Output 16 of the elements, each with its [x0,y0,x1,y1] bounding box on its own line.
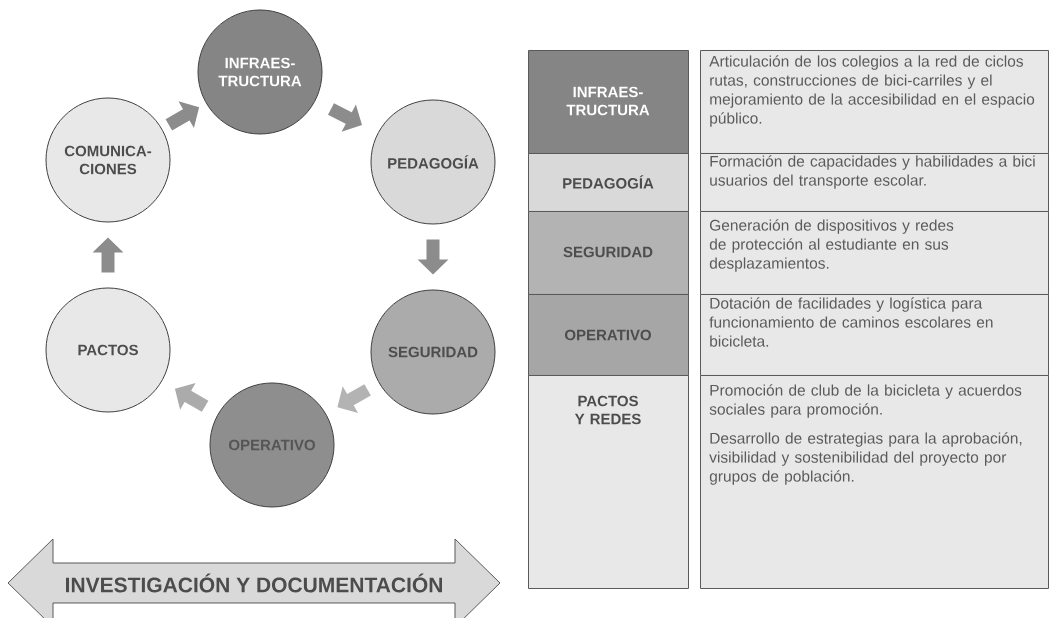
table-cell: Dotación de facilidades y logística para funcionamiento de caminos escolares en bicicleta. [700,294,1049,376]
table-cell: PEDAGOGÍA [528,153,689,212]
circle-node: SEGURIDAD [370,289,496,415]
circle-node: COMUNICA- CIONES [45,97,171,223]
circle-node: OPERATIVO [209,382,335,508]
table-cell: PACTOS Y REDES [528,375,689,589]
table-cell: Formación de capacidades y habilidades a bici usuarios del transporte escolar. [700,153,1049,212]
table-cell: Generación de dispositivos y redes de protección al estudiante en sus desplazamientos. [700,211,1049,295]
circle-node: PACTOS [45,287,171,413]
circle-node: INFRAES- TRUCTURA [197,9,323,135]
table-cell: Articulación de los colegios a la red de ciclos rutas, construcciones de bici-carriles y el mejoramiento de la accesibilidad en el espacio público. [700,50,1049,154]
block-arrow [337,384,371,414]
table-cell: INFRAES- TRUCTURA [528,50,689,154]
circle-node: PEDAGOGÍA [370,99,496,225]
table-cell: OPERATIVO [528,294,689,376]
table-cell: SEGURIDAD [528,211,689,295]
